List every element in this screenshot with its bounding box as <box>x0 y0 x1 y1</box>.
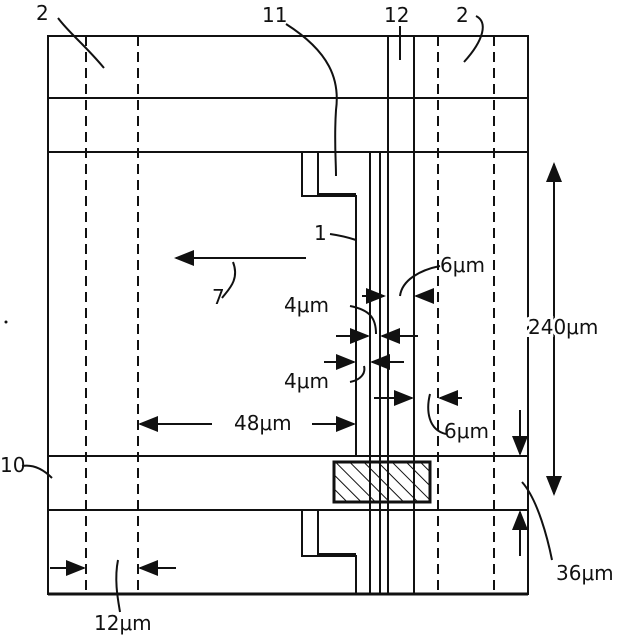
leader-2-left <box>58 18 104 68</box>
leader-36 <box>522 482 552 560</box>
label-6um-top: 6μm <box>440 253 485 277</box>
label-4um-top: 4μm <box>284 293 329 317</box>
leader-12 <box>116 560 120 612</box>
leader-6-top <box>400 266 440 296</box>
label-12um: 12μm <box>94 611 152 635</box>
label-11: 11 <box>262 3 287 27</box>
electrode-11-lower <box>48 510 356 594</box>
label-36um: 36μm <box>556 561 614 585</box>
label-6um-bottom: 6μm <box>444 419 489 443</box>
leader-1 <box>330 234 356 240</box>
leader-4-top <box>350 306 376 334</box>
hatched-element <box>334 462 430 502</box>
label-240um: 240μm <box>528 315 598 339</box>
leader-11 <box>286 24 337 176</box>
electrode-11-notch-lower <box>318 510 370 554</box>
label-2-right: 2 <box>456 3 469 27</box>
label-7: 7 <box>212 285 225 309</box>
electrode-11-notch-upper <box>318 152 370 194</box>
label-48um: 48μm <box>234 411 292 435</box>
label-1: 1 <box>314 221 327 245</box>
label-10: 10 <box>0 453 25 477</box>
stray-mark <box>5 321 8 324</box>
label-4um-bottom: 4μm <box>284 369 329 393</box>
label-12: 12 <box>384 3 409 27</box>
leader-4-bottom <box>350 366 364 382</box>
label-2-left: 2 <box>36 1 49 25</box>
